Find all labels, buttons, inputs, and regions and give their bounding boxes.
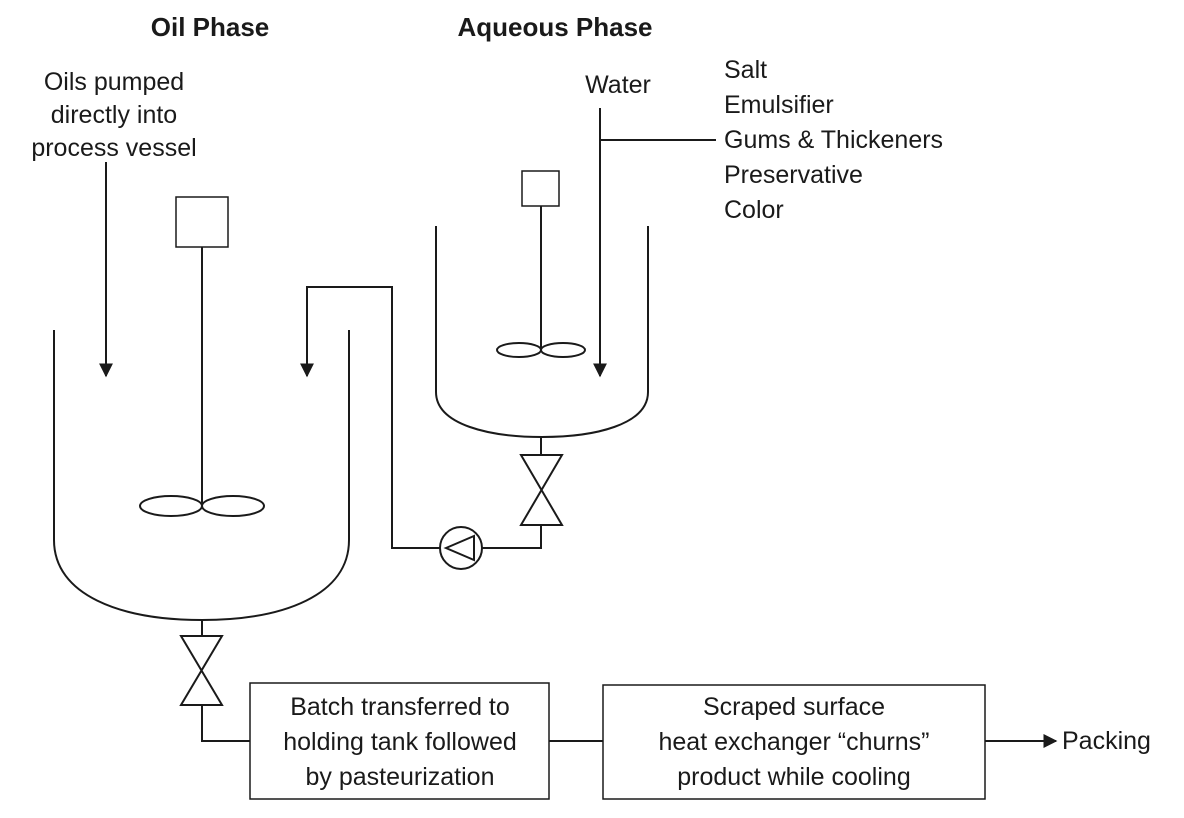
transfer-pipe-to-pump (482, 525, 542, 549)
ingredient-gums-thickeners: Gums & Thickeners (724, 126, 943, 154)
aqueous-mixer-impeller-right (540, 342, 586, 358)
oil-mixer-motor (175, 196, 229, 248)
pipe-to-holding-tank (201, 705, 250, 742)
water-label: Water (585, 71, 651, 99)
exchanger-box-line-1: Scraped surface (703, 693, 885, 721)
oil-mixer-impeller-left (139, 495, 203, 517)
holding-box-line-1: Batch transferred to (290, 693, 510, 721)
oil-mixer-impeller-right (201, 495, 265, 517)
ingredient-color: Color (724, 196, 784, 224)
aqueous-phase-header: Aqueous Phase (457, 12, 652, 42)
heat-exchanger-box (602, 684, 986, 800)
oil-phase-header: Oil Phase (151, 12, 270, 42)
ingredient-emulsifier: Emulsifier (724, 91, 834, 119)
oil-inlet-label-line-2: directly into (51, 101, 177, 129)
aqueous-valve (519, 454, 564, 526)
exchanger-box-line-3: product while cooling (677, 763, 910, 791)
holding-box-line-3: by pasteurization (305, 763, 494, 791)
holding-box-line-2: holding tank followed (283, 728, 517, 756)
packing-label: Packing (1062, 727, 1151, 755)
exchanger-box-line-2: heat exchanger “churns” (659, 728, 930, 756)
oil-valve (179, 635, 224, 706)
ingredient-preservative: Preservative (724, 161, 863, 189)
pump-direction-triangle (443, 534, 475, 562)
ingredient-salt: Salt (724, 56, 767, 84)
transfer-pipe-to-oil-vessel (300, 286, 440, 549)
oil-inlet-label-line-3: process vessel (31, 134, 196, 162)
oil-inlet-label-line-1: Oils pumped (44, 68, 184, 96)
aqueous-mixer-motor (521, 170, 560, 207)
aqueous-mixer-impeller-left (496, 342, 542, 358)
